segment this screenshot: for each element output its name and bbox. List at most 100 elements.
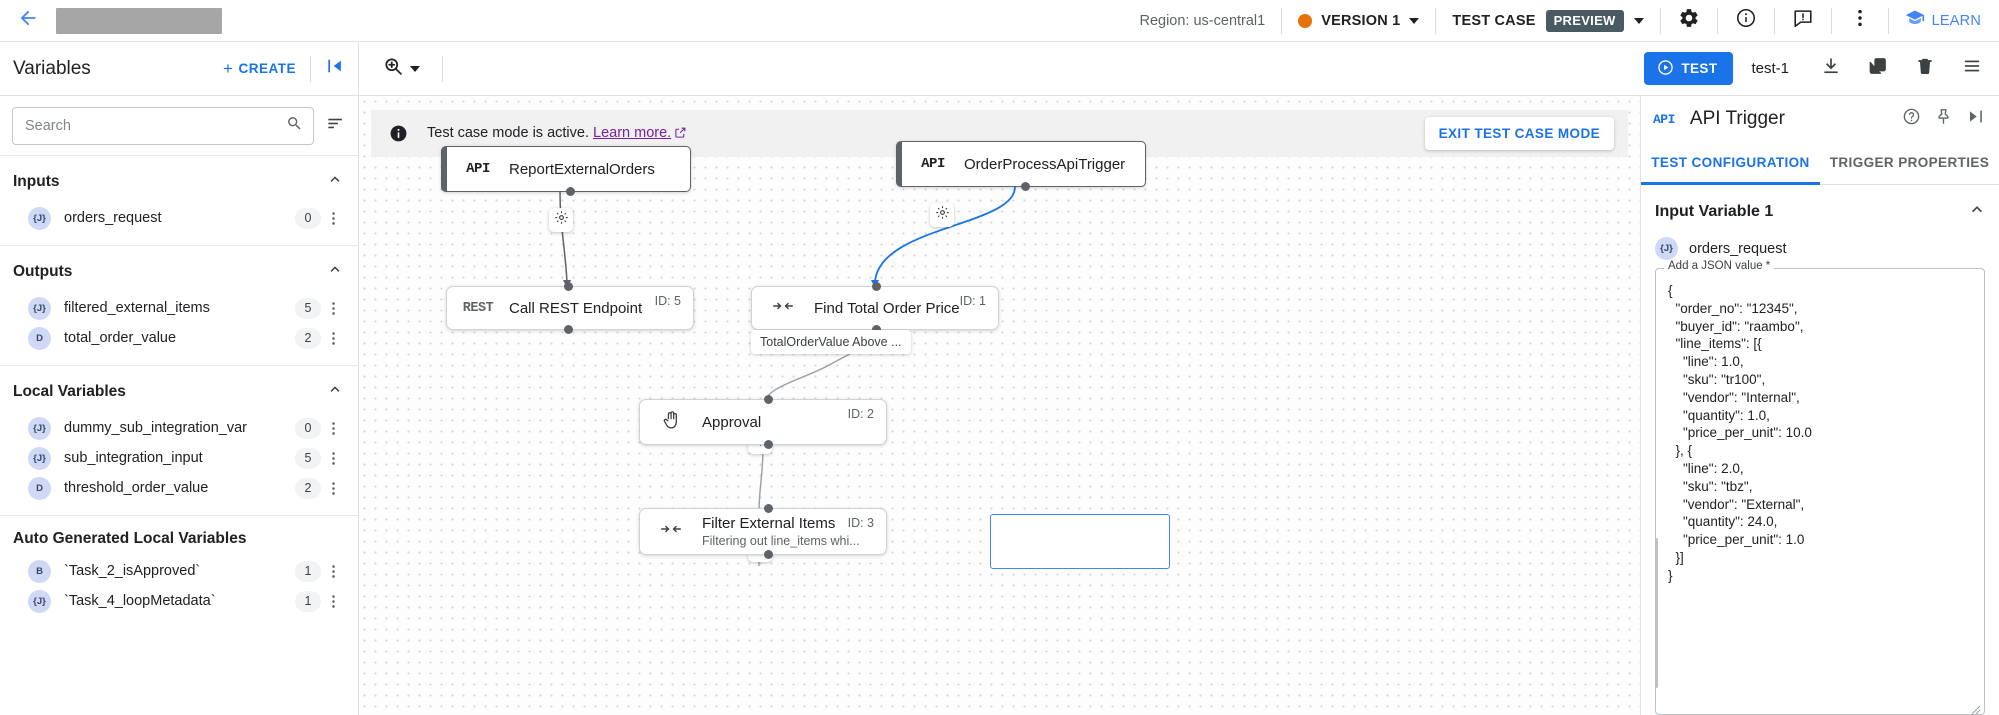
node-output-port[interactable] [564, 325, 573, 334]
node-output-port[interactable] [566, 187, 575, 196]
flow-node-approval[interactable]: Approval ID: 2 [639, 395, 887, 449]
input-variable-section-header[interactable]: Input Variable 1 [1641, 185, 1999, 234]
back-button[interactable] [0, 7, 56, 34]
chevron-up-icon[interactable] [326, 170, 344, 193]
learn-more-link[interactable]: Learn more. [593, 124, 672, 141]
variable-menu-button[interactable] [321, 563, 345, 580]
variable-menu-button[interactable] [321, 300, 345, 317]
delete-button[interactable] [1901, 46, 1948, 92]
variable-type-badge: {J} [28, 416, 51, 440]
flow-node-find-total-order-price[interactable]: Find Total Order Price ID: 1 [751, 282, 999, 334]
variable-row[interactable]: {J}`Task_4_loopMetadata`1 [0, 586, 358, 616]
search-input[interactable] [25, 118, 286, 134]
sort-filter-button[interactable] [324, 114, 346, 138]
pin-button[interactable] [1927, 101, 1959, 137]
search-box[interactable] [12, 107, 314, 145]
variable-menu-button[interactable] [321, 450, 345, 467]
node-output-port[interactable] [764, 550, 773, 559]
variable-count-badge: 1 [295, 590, 321, 612]
list-view-button[interactable] [1948, 46, 1995, 92]
edge-gear-chip[interactable] [930, 203, 954, 227]
variables-panel-header: Variables + CREATE [0, 42, 359, 95]
preview-badge: PREVIEW [1545, 9, 1624, 32]
node-output-port[interactable] [1021, 182, 1030, 191]
variable-menu-button[interactable] [321, 480, 345, 497]
download-icon [1821, 56, 1841, 81]
chevron-up-icon[interactable] [326, 260, 344, 283]
test-tools: TEST test-1 [1644, 46, 1999, 92]
variable-menu-button[interactable] [321, 593, 345, 610]
collapse-sidebar-button[interactable] [311, 56, 358, 81]
test-case-name[interactable]: test-1 [1751, 60, 1789, 77]
settings-button[interactable] [1661, 0, 1717, 42]
variable-menu-button[interactable] [321, 330, 345, 347]
json-value-input[interactable]: { "order_no": "12345", "buyer_id": "raam… [1655, 268, 1985, 715]
node-body: Call REST Endpoint [509, 300, 693, 317]
chevron-up-icon[interactable] [326, 380, 344, 403]
flow-canvas[interactable]: Test case mode is active. Learn more. EX… [359, 96, 1640, 715]
node-input-port[interactable] [872, 282, 881, 291]
test-case-selector[interactable]: TEST CASE PREVIEW [1436, 9, 1659, 32]
exit-test-case-mode-button[interactable]: EXIT TEST CASE MODE [1424, 117, 1614, 150]
variable-group-header[interactable]: Auto Generated Local Variables [0, 516, 358, 556]
node-input-port[interactable] [764, 504, 773, 513]
node-output-port[interactable] [764, 440, 773, 449]
edge-gear-chip[interactable] [549, 208, 573, 232]
info-button[interactable] [1718, 0, 1774, 42]
collapse-panel-button[interactable] [1959, 101, 1991, 137]
version-selector[interactable]: VERSION 1 [1282, 13, 1435, 29]
variable-count-badge: 5 [295, 447, 321, 469]
tab-test-configuration[interactable]: TEST CONFIGURATION [1641, 142, 1820, 185]
list-icon [1962, 56, 1982, 81]
node-title: Find Total Order Price [814, 299, 960, 317]
flow-node-call-rest-endpoint[interactable]: REST Call REST Endpoint ID: 5 [446, 282, 694, 334]
flow-node-report-external-orders[interactable]: API ReportExternalOrders [441, 146, 691, 196]
variable-group-header[interactable]: Local Variables [0, 366, 358, 413]
resize-handle-icon[interactable] [1971, 702, 1981, 715]
variable-type-badge: {J} [28, 589, 51, 613]
help-button[interactable] [1895, 101, 1927, 137]
flow-node-filter-external-items[interactable]: Filter External Items Filtering out line… [639, 504, 887, 559]
node-icon-api: API [447, 161, 509, 177]
variable-row[interactable]: B`Task_2_isApproved`1 [0, 556, 358, 586]
help-icon [1902, 107, 1921, 131]
variable-menu-button[interactable] [321, 420, 345, 437]
node-output-port[interactable] [872, 325, 881, 334]
create-variable-button[interactable]: + CREATE [223, 60, 310, 77]
node-input-port[interactable] [764, 395, 773, 404]
panel-scrollbar[interactable] [1655, 538, 1658, 688]
more-options-button[interactable] [1832, 0, 1888, 42]
copy-icon [1868, 56, 1888, 81]
chevron-up-icon [1967, 199, 1987, 224]
zoom-control[interactable] [359, 56, 442, 82]
variable-count-badge: 5 [295, 297, 321, 319]
variable-group-header[interactable]: Inputs [0, 156, 358, 203]
feedback-button[interactable] [1775, 0, 1831, 42]
flow-node-order-process-api-trigger[interactable]: API OrderProcessApiTrigger [896, 141, 1146, 191]
pin-icon [1934, 107, 1953, 131]
variable-menu-button[interactable] [321, 210, 345, 227]
variable-group-header[interactable]: Outputs [0, 246, 358, 293]
tab-trigger-properties[interactable]: TRIGGER PROPERTIES [1829, 155, 1990, 170]
search-row [0, 96, 358, 155]
download-button[interactable] [1807, 46, 1854, 92]
learn-button[interactable]: LEARN [1889, 8, 1999, 33]
arrow-left-icon [17, 7, 39, 34]
edge-condition-label[interactable]: TotalOrderValue Above ... [751, 330, 911, 354]
selection-box[interactable] [990, 514, 1170, 569]
copy-button[interactable] [1854, 46, 1901, 92]
test-button[interactable]: TEST [1644, 52, 1734, 85]
variable-count-badge: 2 [295, 327, 321, 349]
node-input-port[interactable] [564, 282, 573, 291]
page-title-redacted [56, 7, 222, 34]
learn-label: LEARN [1931, 12, 1981, 29]
node-id-label: ID: 5 [654, 294, 681, 308]
